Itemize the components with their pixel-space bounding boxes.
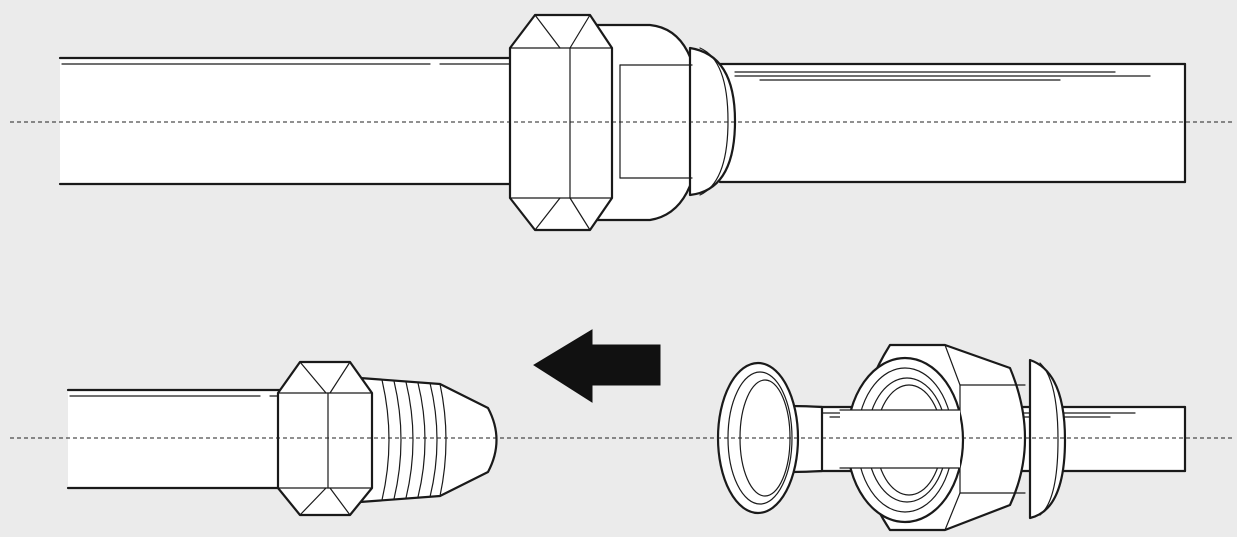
arrow-left-icon [533, 329, 661, 403]
assembled-fitting-view [10, 13, 1232, 232]
left-pipe-top [58, 56, 552, 186]
threaded-fitting [358, 376, 498, 504]
exploded-fitting-view [10, 343, 1232, 532]
hex-body-top [508, 13, 614, 232]
right-pipe-top [718, 62, 1187, 184]
flared-pipe-end [716, 361, 824, 515]
